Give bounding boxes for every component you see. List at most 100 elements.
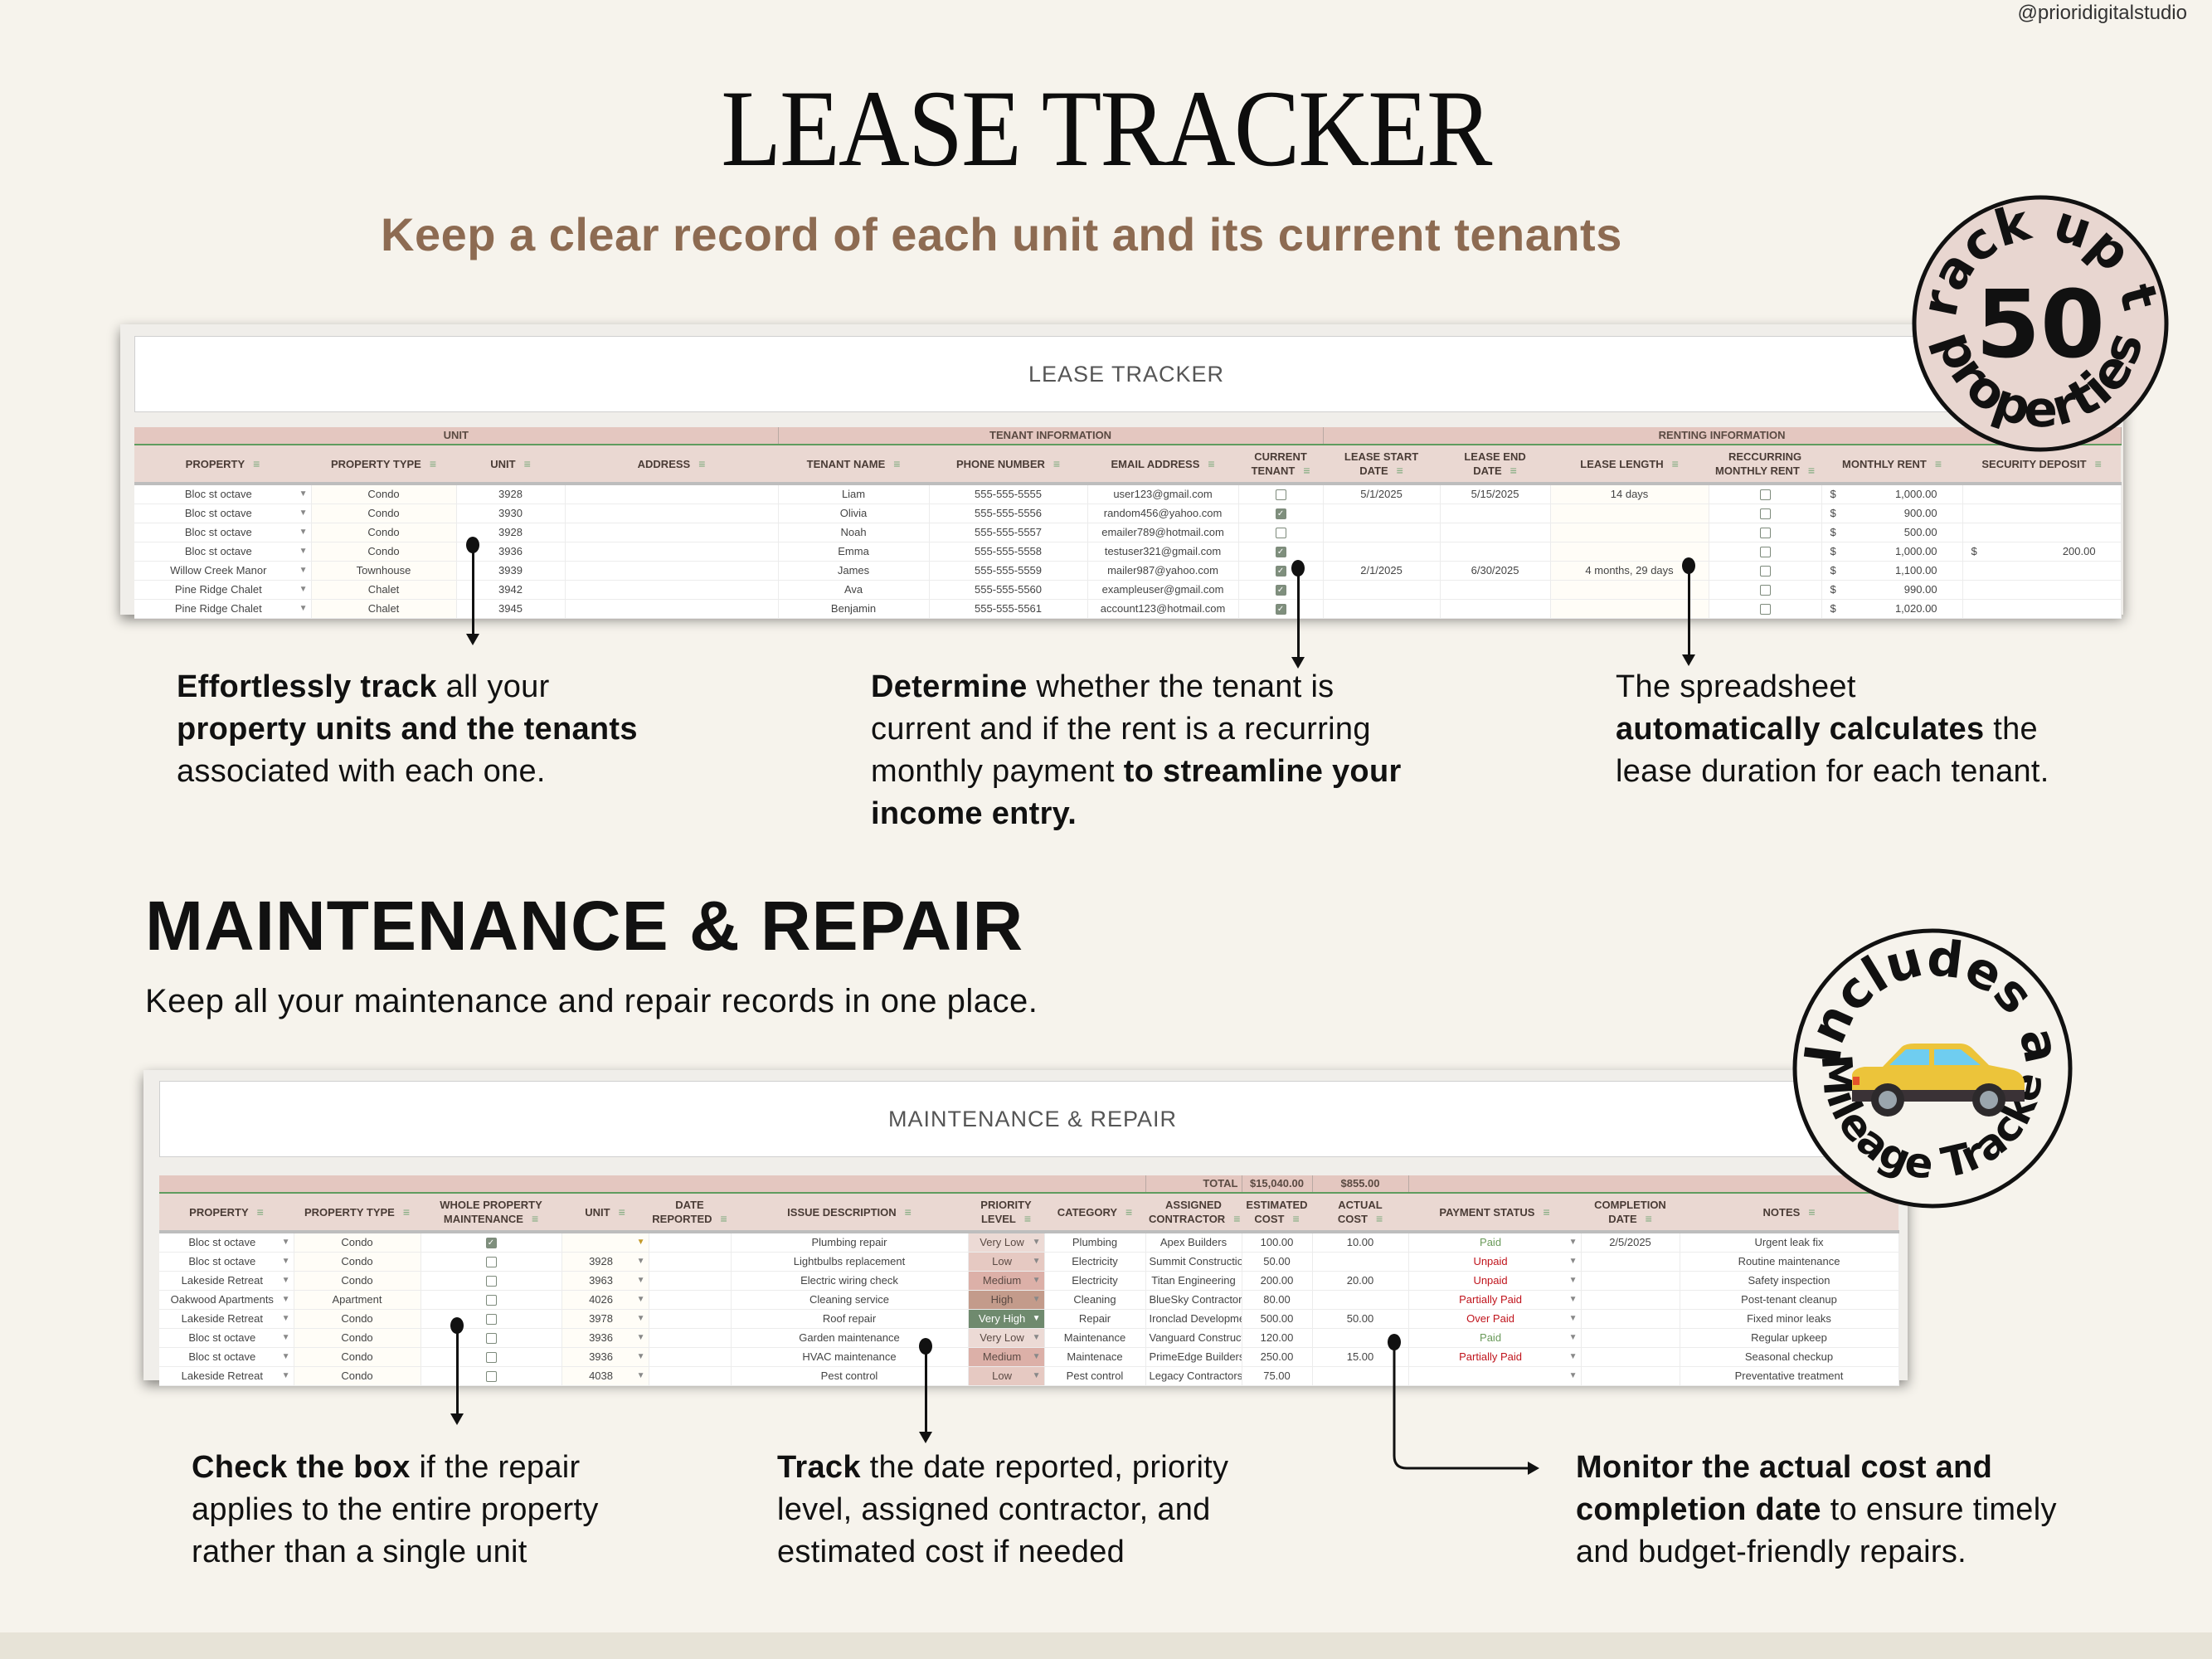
cell-whole-property-maintenance[interactable] xyxy=(421,1328,562,1348)
column-header-assigned-contractor[interactable]: ASSIGNED CONTRACTOR≡ xyxy=(1145,1193,1242,1233)
cell-monthly-rent[interactable]: $990.00 xyxy=(1821,580,1963,600)
column-header-notes[interactable]: NOTES≡ xyxy=(1680,1193,1898,1233)
cell-lease-length[interactable] xyxy=(1550,523,1709,542)
cell-current-tenant[interactable] xyxy=(1238,484,1324,504)
cell-issue-description[interactable]: Electric wiring check xyxy=(731,1271,969,1291)
dropdown-arrow-icon[interactable]: ▼ xyxy=(1032,1333,1041,1342)
column-header-actual-cost[interactable]: ACTUAL COST≡ xyxy=(1312,1193,1408,1233)
cell-category[interactable]: Cleaning xyxy=(1044,1290,1146,1310)
dropdown-arrow-icon[interactable]: ▼ xyxy=(1032,1238,1041,1247)
cell-whole-property-maintenance[interactable] xyxy=(421,1271,562,1291)
dropdown-arrow-icon[interactable]: ▼ xyxy=(636,1276,645,1285)
cell-completion-date[interactable] xyxy=(1581,1366,1680,1386)
cell-priority-level[interactable]: Low▼ xyxy=(968,1252,1045,1272)
cell-lease-start-date[interactable] xyxy=(1323,580,1441,600)
cell-monthly-rent[interactable]: $1,020.00 xyxy=(1821,599,1963,619)
cell-payment-status[interactable]: Unpaid▼ xyxy=(1408,1271,1582,1291)
cell-completion-date[interactable] xyxy=(1581,1309,1680,1329)
cell-lease-end-date[interactable] xyxy=(1440,599,1551,619)
cell-assigned-contractor[interactable]: BlueSky Contractors xyxy=(1145,1290,1242,1310)
filter-icon[interactable]: ≡ xyxy=(1292,1211,1300,1225)
column-header-email-address[interactable]: EMAIL ADDRESS≡ xyxy=(1087,445,1239,485)
column-header-property-type[interactable]: PROPERTY TYPE≡ xyxy=(311,445,456,485)
cell-property-type[interactable]: Condo xyxy=(311,523,457,542)
current-tenant-checkbox[interactable] xyxy=(1275,489,1286,501)
cell-address[interactable] xyxy=(565,523,779,542)
dropdown-arrow-icon[interactable]: ▼ xyxy=(1032,1371,1041,1380)
cell-priority-level[interactable]: Very Low▼ xyxy=(968,1232,1045,1253)
dropdown-arrow-icon[interactable]: ▼ xyxy=(281,1352,290,1361)
dropdown-arrow-icon[interactable]: ▼ xyxy=(299,508,308,518)
cell-monthly-rent[interactable]: $1,000.00 xyxy=(1821,542,1963,562)
recurring-rent-checkbox[interactable] xyxy=(1759,508,1771,520)
cell-priority-level[interactable]: Medium▼ xyxy=(968,1347,1045,1367)
dropdown-arrow-icon[interactable]: ▼ xyxy=(1568,1257,1578,1266)
filter-icon[interactable]: ≡ xyxy=(618,1204,625,1219)
cell-property-type[interactable]: Condo xyxy=(294,1232,421,1253)
cell-monthly-rent[interactable]: $1,000.00 xyxy=(1821,484,1963,504)
cell-reccurring-monthly-rent[interactable] xyxy=(1709,580,1822,600)
cell-category[interactable]: Repair xyxy=(1044,1309,1146,1329)
cell-property[interactable]: Bloc st octave▼ xyxy=(134,523,312,542)
cell-date-reported[interactable] xyxy=(649,1252,732,1272)
column-header-property-type[interactable]: PROPERTY TYPE≡ xyxy=(294,1193,421,1233)
cell-phone-number[interactable]: 555-555-5560 xyxy=(929,580,1088,600)
recurring-rent-checkbox[interactable] xyxy=(1759,566,1771,577)
cell-email-address[interactable]: emailer789@hotmail.com xyxy=(1087,523,1239,542)
column-header-unit[interactable]: UNIT≡ xyxy=(562,1193,649,1233)
cell-tenant-name[interactable]: James xyxy=(778,561,930,581)
cell-unit[interactable]: 3928 xyxy=(456,523,566,542)
filter-icon[interactable]: ≡ xyxy=(1807,463,1816,477)
filter-icon[interactable]: ≡ xyxy=(893,456,901,470)
filter-icon[interactable]: ≡ xyxy=(523,456,531,470)
cell-reccurring-monthly-rent[interactable] xyxy=(1709,561,1822,581)
cell-property-type[interactable]: Condo xyxy=(294,1347,421,1367)
cell-lease-length[interactable]: 4 months, 29 days xyxy=(1550,561,1709,581)
cell-security-deposit[interactable] xyxy=(1962,504,2122,523)
dropdown-arrow-icon[interactable]: ▼ xyxy=(1032,1257,1041,1266)
column-header-tenant-name[interactable]: TENANT NAME≡ xyxy=(778,445,930,485)
filter-icon[interactable]: ≡ xyxy=(1396,463,1403,477)
filter-icon[interactable]: ≡ xyxy=(1510,463,1517,477)
cell-lease-length[interactable] xyxy=(1550,542,1709,562)
dropdown-arrow-icon[interactable]: ▼ xyxy=(281,1371,290,1380)
cell-notes[interactable]: Fixed minor leaks xyxy=(1680,1309,1899,1329)
cell-estimated-cost[interactable]: 80.00 xyxy=(1242,1290,1313,1310)
cell-assigned-contractor[interactable]: Summit Construction xyxy=(1145,1252,1242,1272)
cell-property-type[interactable]: Chalet xyxy=(311,599,457,619)
dropdown-arrow-icon[interactable]: ▼ xyxy=(299,547,308,556)
cell-current-tenant[interactable]: ✓ xyxy=(1238,504,1324,523)
cell-property[interactable]: Lakeside Retreat▼ xyxy=(159,1366,294,1386)
column-header-date-reported[interactable]: DATE REPORTED≡ xyxy=(649,1193,731,1233)
filter-icon[interactable]: ≡ xyxy=(1023,1211,1032,1225)
cell-tenant-name[interactable]: Emma xyxy=(778,542,930,562)
cell-email-address[interactable]: mailer987@yahoo.com xyxy=(1087,561,1239,581)
cell-phone-number[interactable]: 555-555-5555 xyxy=(929,484,1088,504)
filter-icon[interactable]: ≡ xyxy=(1934,456,1942,470)
column-header-lease-end-date[interactable]: LEASE END DATE≡ xyxy=(1440,445,1551,485)
cell-estimated-cost[interactable]: 500.00 xyxy=(1242,1309,1313,1329)
cell-phone-number[interactable]: 555-555-5561 xyxy=(929,599,1088,619)
cell-actual-cost[interactable] xyxy=(1312,1290,1409,1310)
filter-icon[interactable]: ≡ xyxy=(253,456,260,470)
cell-phone-number[interactable]: 555-555-5559 xyxy=(929,561,1088,581)
dropdown-arrow-icon[interactable]: ▼ xyxy=(281,1295,290,1304)
filter-icon[interactable]: ≡ xyxy=(402,1204,410,1219)
filter-icon[interactable]: ≡ xyxy=(1303,463,1310,477)
filter-icon[interactable]: ≡ xyxy=(1645,1211,1652,1225)
column-header-property[interactable]: PROPERTY≡ xyxy=(134,445,311,485)
cell-unit[interactable]: 3945 xyxy=(456,599,566,619)
cell-address[interactable] xyxy=(565,504,779,523)
dropdown-arrow-icon[interactable]: ▼ xyxy=(1568,1295,1578,1304)
cell-lease-start-date[interactable]: 5/1/2025 xyxy=(1323,484,1441,504)
cell-date-reported[interactable] xyxy=(649,1347,732,1367)
dropdown-arrow-icon[interactable]: ▼ xyxy=(281,1238,290,1247)
cell-reccurring-monthly-rent[interactable] xyxy=(1709,484,1822,504)
cell-security-deposit[interactable] xyxy=(1962,580,2122,600)
cell-address[interactable] xyxy=(565,580,779,600)
cell-property[interactable]: Bloc st octave▼ xyxy=(159,1328,294,1348)
cell-phone-number[interactable]: 555-555-5557 xyxy=(929,523,1088,542)
column-header-property[interactable]: PROPERTY≡ xyxy=(159,1193,294,1233)
filter-icon[interactable]: ≡ xyxy=(720,1211,727,1225)
column-header-whole-property-maintenance[interactable]: WHOLE PROPERTY MAINTENANCE≡ xyxy=(421,1193,562,1233)
